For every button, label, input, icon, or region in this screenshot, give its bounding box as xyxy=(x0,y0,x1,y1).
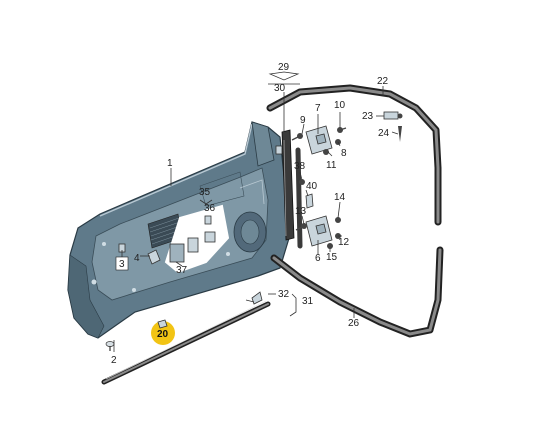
callout-29: 29 xyxy=(278,62,290,73)
callout-35: 35 xyxy=(199,187,211,198)
part-36-clip-b xyxy=(204,215,212,225)
upper-hinge xyxy=(291,125,347,155)
callout-37: 37 xyxy=(176,265,188,276)
callout-30: 30 xyxy=(274,83,286,94)
callout-31: 31 xyxy=(302,296,314,307)
part-37-module xyxy=(169,243,185,263)
callout-labels: 1 2 3 4 6 7 8 9 10 11 12 13 14 15 20 22 … xyxy=(111,62,390,366)
callout-20: 20 xyxy=(157,329,169,340)
callout-14: 14 xyxy=(334,192,346,203)
callout-6: 6 xyxy=(315,253,321,264)
part-23-bracket xyxy=(383,111,403,120)
callout-36: 36 xyxy=(204,203,216,214)
lower-window-seal-strip xyxy=(101,300,271,385)
part-2-screw xyxy=(105,341,115,351)
callout-12: 12 xyxy=(338,237,350,248)
door-frame-seal xyxy=(266,84,444,338)
part-40-bolt xyxy=(305,193,314,209)
callout-15: 15 xyxy=(326,252,338,263)
callout-3: 3 xyxy=(119,259,125,270)
callout-10: 10 xyxy=(334,100,346,111)
callout-2: 2 xyxy=(111,355,117,366)
callout-24: 24 xyxy=(378,128,390,139)
part-4-fastener xyxy=(147,249,161,265)
callout-11: 11 xyxy=(326,160,337,171)
part-35-bracket xyxy=(187,237,199,253)
callout-23: 23 xyxy=(362,111,374,122)
callout-4: 4 xyxy=(134,253,140,264)
leader-lines xyxy=(113,71,399,352)
lower-hinge xyxy=(295,215,341,249)
callout-7: 7 xyxy=(315,103,321,114)
part-20-highlighted xyxy=(151,319,175,345)
part-36-clip xyxy=(204,231,216,243)
part-24-pin xyxy=(398,126,402,142)
callout-32: 32 xyxy=(278,289,290,300)
callout-8: 8 xyxy=(341,148,347,159)
callout-38: 38 xyxy=(294,161,306,172)
callout-26: 26 xyxy=(348,318,360,329)
window-guide-rail xyxy=(275,129,295,241)
callout-40: 40 xyxy=(306,181,318,192)
inner-seal-rail xyxy=(295,147,303,249)
callout-9: 9 xyxy=(300,115,306,126)
callout-22: 22 xyxy=(377,76,389,87)
part-38-bolt xyxy=(299,179,305,185)
callout-13: 13 xyxy=(295,206,307,217)
callout-1: 1 xyxy=(167,158,173,169)
